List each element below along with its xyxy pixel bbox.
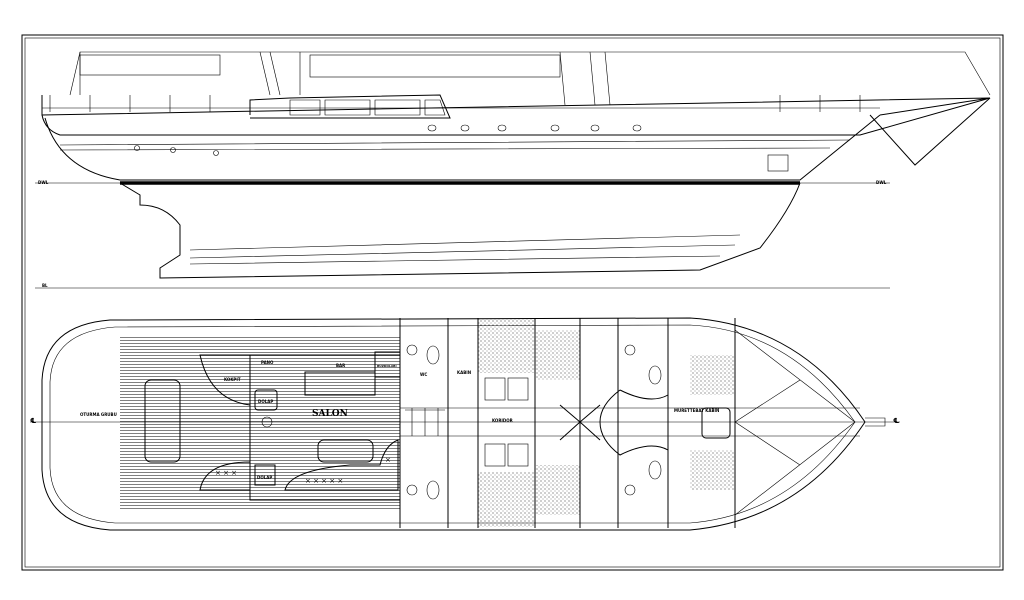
cross-marks: × × × × × × × × × (215, 456, 391, 485)
bar-label: BAR (336, 363, 346, 368)
dwl-label-left: DWL (38, 180, 49, 185)
plan-view: × × × × × × × × × (30, 317, 900, 531)
bl-label: BL (42, 283, 48, 288)
corridor-label: KORIDOR (492, 418, 513, 423)
crew-cabin-label: MURETTEBAT KABIN (674, 408, 720, 413)
rail (41, 95, 991, 116)
cabinet-label-top: DOLAP (258, 399, 274, 404)
deck-line (41, 97, 991, 136)
dwl-label-right: DWL (876, 180, 887, 185)
svg-text:×: × (385, 456, 391, 464)
deckhouse (249, 94, 451, 119)
cabinet-label-bottom: DOLAP (257, 475, 273, 480)
cockpit-label: KOKPIT (224, 377, 241, 382)
sail-outline (69, 51, 991, 96)
keel (119, 182, 801, 279)
centerline-label: ℄ (30, 417, 37, 425)
inner-frame (24, 37, 1001, 568)
outer-frame (21, 34, 1004, 571)
salon-label: SALON (312, 409, 348, 419)
seating-label: OTURMA GRUBU (80, 412, 117, 417)
panel-label: PANO (261, 360, 274, 365)
svg-text:× × × × ×: × × × × × (305, 477, 343, 485)
svg-text:× × ×: × × × (215, 469, 237, 477)
bow (869, 97, 991, 166)
cabin-label: KABIN (457, 370, 472, 375)
fridge-label: BUZDOLABI (377, 364, 397, 368)
wc-label: WC (420, 372, 428, 377)
centerline-label-right: ℄ (893, 417, 900, 425)
profile-view (35, 51, 991, 289)
hull-outline (41, 317, 866, 531)
